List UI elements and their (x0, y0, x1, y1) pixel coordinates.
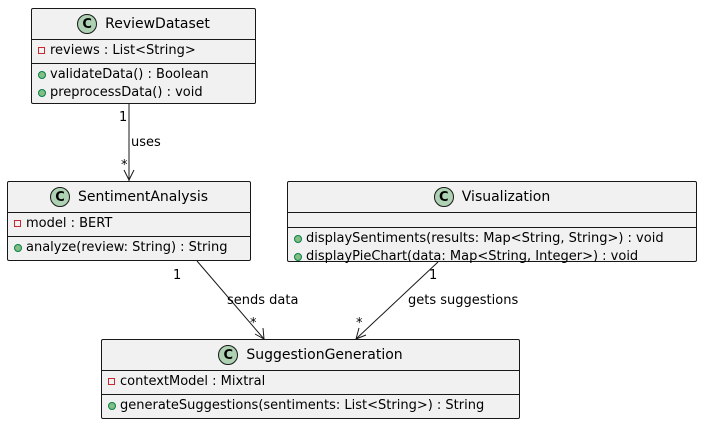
class-header: C Visualization (288, 182, 696, 213)
multiplicity-source: 1 (119, 110, 128, 125)
method-row: validateData() : Boolean (32, 66, 255, 84)
multiplicity-target: * (250, 316, 257, 331)
method-row: displaySentiments(results: Map<String, S… (288, 230, 696, 248)
class-name: ReviewDataset (105, 16, 210, 32)
attribute-text: contextModel : Mixtral (120, 374, 266, 389)
methods-section: analyze(review: String) : String (8, 237, 250, 260)
relation-dataset-to-sentiment (123, 104, 135, 182)
class-suggestion-generation[interactable]: C SuggestionGeneration contextModel : Mi… (101, 339, 520, 419)
attribute-row: contextModel : Mixtral (102, 373, 519, 391)
method-row: preprocessData() : void (32, 84, 255, 102)
class-name: SuggestionGeneration (246, 347, 403, 363)
attribute-row: reviews : List<String> (32, 42, 255, 60)
class-header: C SentimentAnalysis (8, 182, 250, 213)
class-header: C ReviewDataset (32, 9, 255, 40)
multiplicity-source: 1 (429, 268, 438, 283)
attribute-text: reviews : List<String> (50, 43, 196, 58)
attributes-section (288, 213, 696, 228)
class-icon: C (49, 187, 70, 207)
class-icon: C (77, 14, 98, 34)
private-visibility-icon (14, 220, 21, 227)
method-row: displayPieChart(data: Map<String, Intege… (288, 248, 696, 266)
class-name: SentimentAnalysis (77, 189, 209, 205)
attribute-row: model : BERT (8, 215, 250, 233)
attribute-text: model : BERT (26, 216, 113, 231)
multiplicity-source: 1 (173, 268, 182, 283)
relation-label-sends-data: sends data (227, 293, 299, 308)
class-visualization[interactable]: C Visualization displaySentiments(result… (287, 181, 697, 264)
methods-section: displaySentiments(results: Map<String, S… (288, 228, 696, 269)
method-text: analyze(review: String) : String (26, 240, 228, 255)
attributes-section: contextModel : Mixtral (102, 371, 519, 395)
class-icon: C (218, 345, 239, 365)
method-text: displaySentiments(results: Map<String, S… (306, 231, 664, 246)
method-row: analyze(review: String) : String (8, 239, 250, 257)
class-sentiment-analysis[interactable]: C SentimentAnalysis model : BERT analyze… (7, 181, 251, 261)
methods-section: validateData() : Boolean preprocessData(… (32, 64, 255, 105)
attributes-section: reviews : List<String> (32, 40, 255, 64)
arrowhead (123, 169, 135, 182)
public-visibility-icon (38, 71, 46, 79)
relation-label-uses: uses (131, 135, 161, 150)
method-text: preprocessData() : void (50, 85, 203, 100)
class-review-dataset[interactable]: C ReviewDataset reviews : List<String> v… (31, 8, 256, 104)
method-text: validateData() : Boolean (50, 67, 209, 82)
methods-section: generateSuggestions(sentiments: List<Str… (102, 395, 519, 418)
public-visibility-icon (38, 89, 46, 97)
method-text: generateSuggestions(sentiments: List<Str… (120, 398, 485, 413)
public-visibility-icon (294, 235, 302, 243)
multiplicity-target: * (356, 316, 363, 331)
relation-line (196, 260, 265, 340)
public-visibility-icon (14, 244, 22, 252)
relation-line (355, 261, 439, 340)
attributes-section: model : BERT (8, 213, 250, 237)
public-visibility-icon (294, 253, 302, 261)
class-header: C SuggestionGeneration (102, 340, 519, 371)
relation-label-gets-suggestions: gets suggestions (408, 293, 519, 308)
public-visibility-icon (108, 402, 116, 410)
multiplicity-target: * (121, 158, 128, 173)
private-visibility-icon (108, 378, 115, 385)
class-name: Visualization (461, 189, 551, 205)
method-text: displayPieChart(data: Map<String, Intege… (306, 249, 639, 264)
method-row: generateSuggestions(sentiments: List<Str… (102, 397, 519, 415)
class-icon: C (433, 187, 454, 207)
private-visibility-icon (38, 47, 45, 54)
